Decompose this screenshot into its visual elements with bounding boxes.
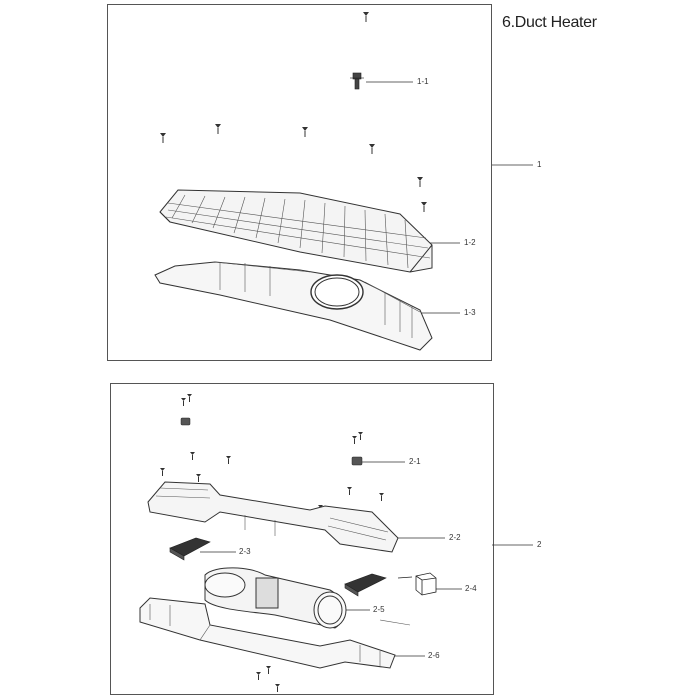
assembly-label-2: 2	[537, 540, 542, 549]
part-label-2-2: 2-2	[449, 533, 461, 542]
part-label-1-3: 1-3	[464, 308, 476, 317]
part-label-2-6: 2-6	[428, 651, 440, 660]
part-label-2-1: 2-1	[409, 457, 421, 466]
assembly-2-panel	[110, 383, 494, 695]
part-label-1-1: 1-1	[417, 77, 429, 86]
assembly-1-panel	[107, 4, 492, 361]
page-title: 6.Duct Heater	[502, 14, 597, 31]
part-label-2-3: 2-3	[239, 547, 251, 556]
assembly-label-1: 1	[537, 160, 542, 169]
part-label-2-5: 2-5	[373, 605, 385, 614]
part-label-2-4: 2-4	[465, 584, 477, 593]
part-label-1-2: 1-2	[464, 238, 476, 247]
